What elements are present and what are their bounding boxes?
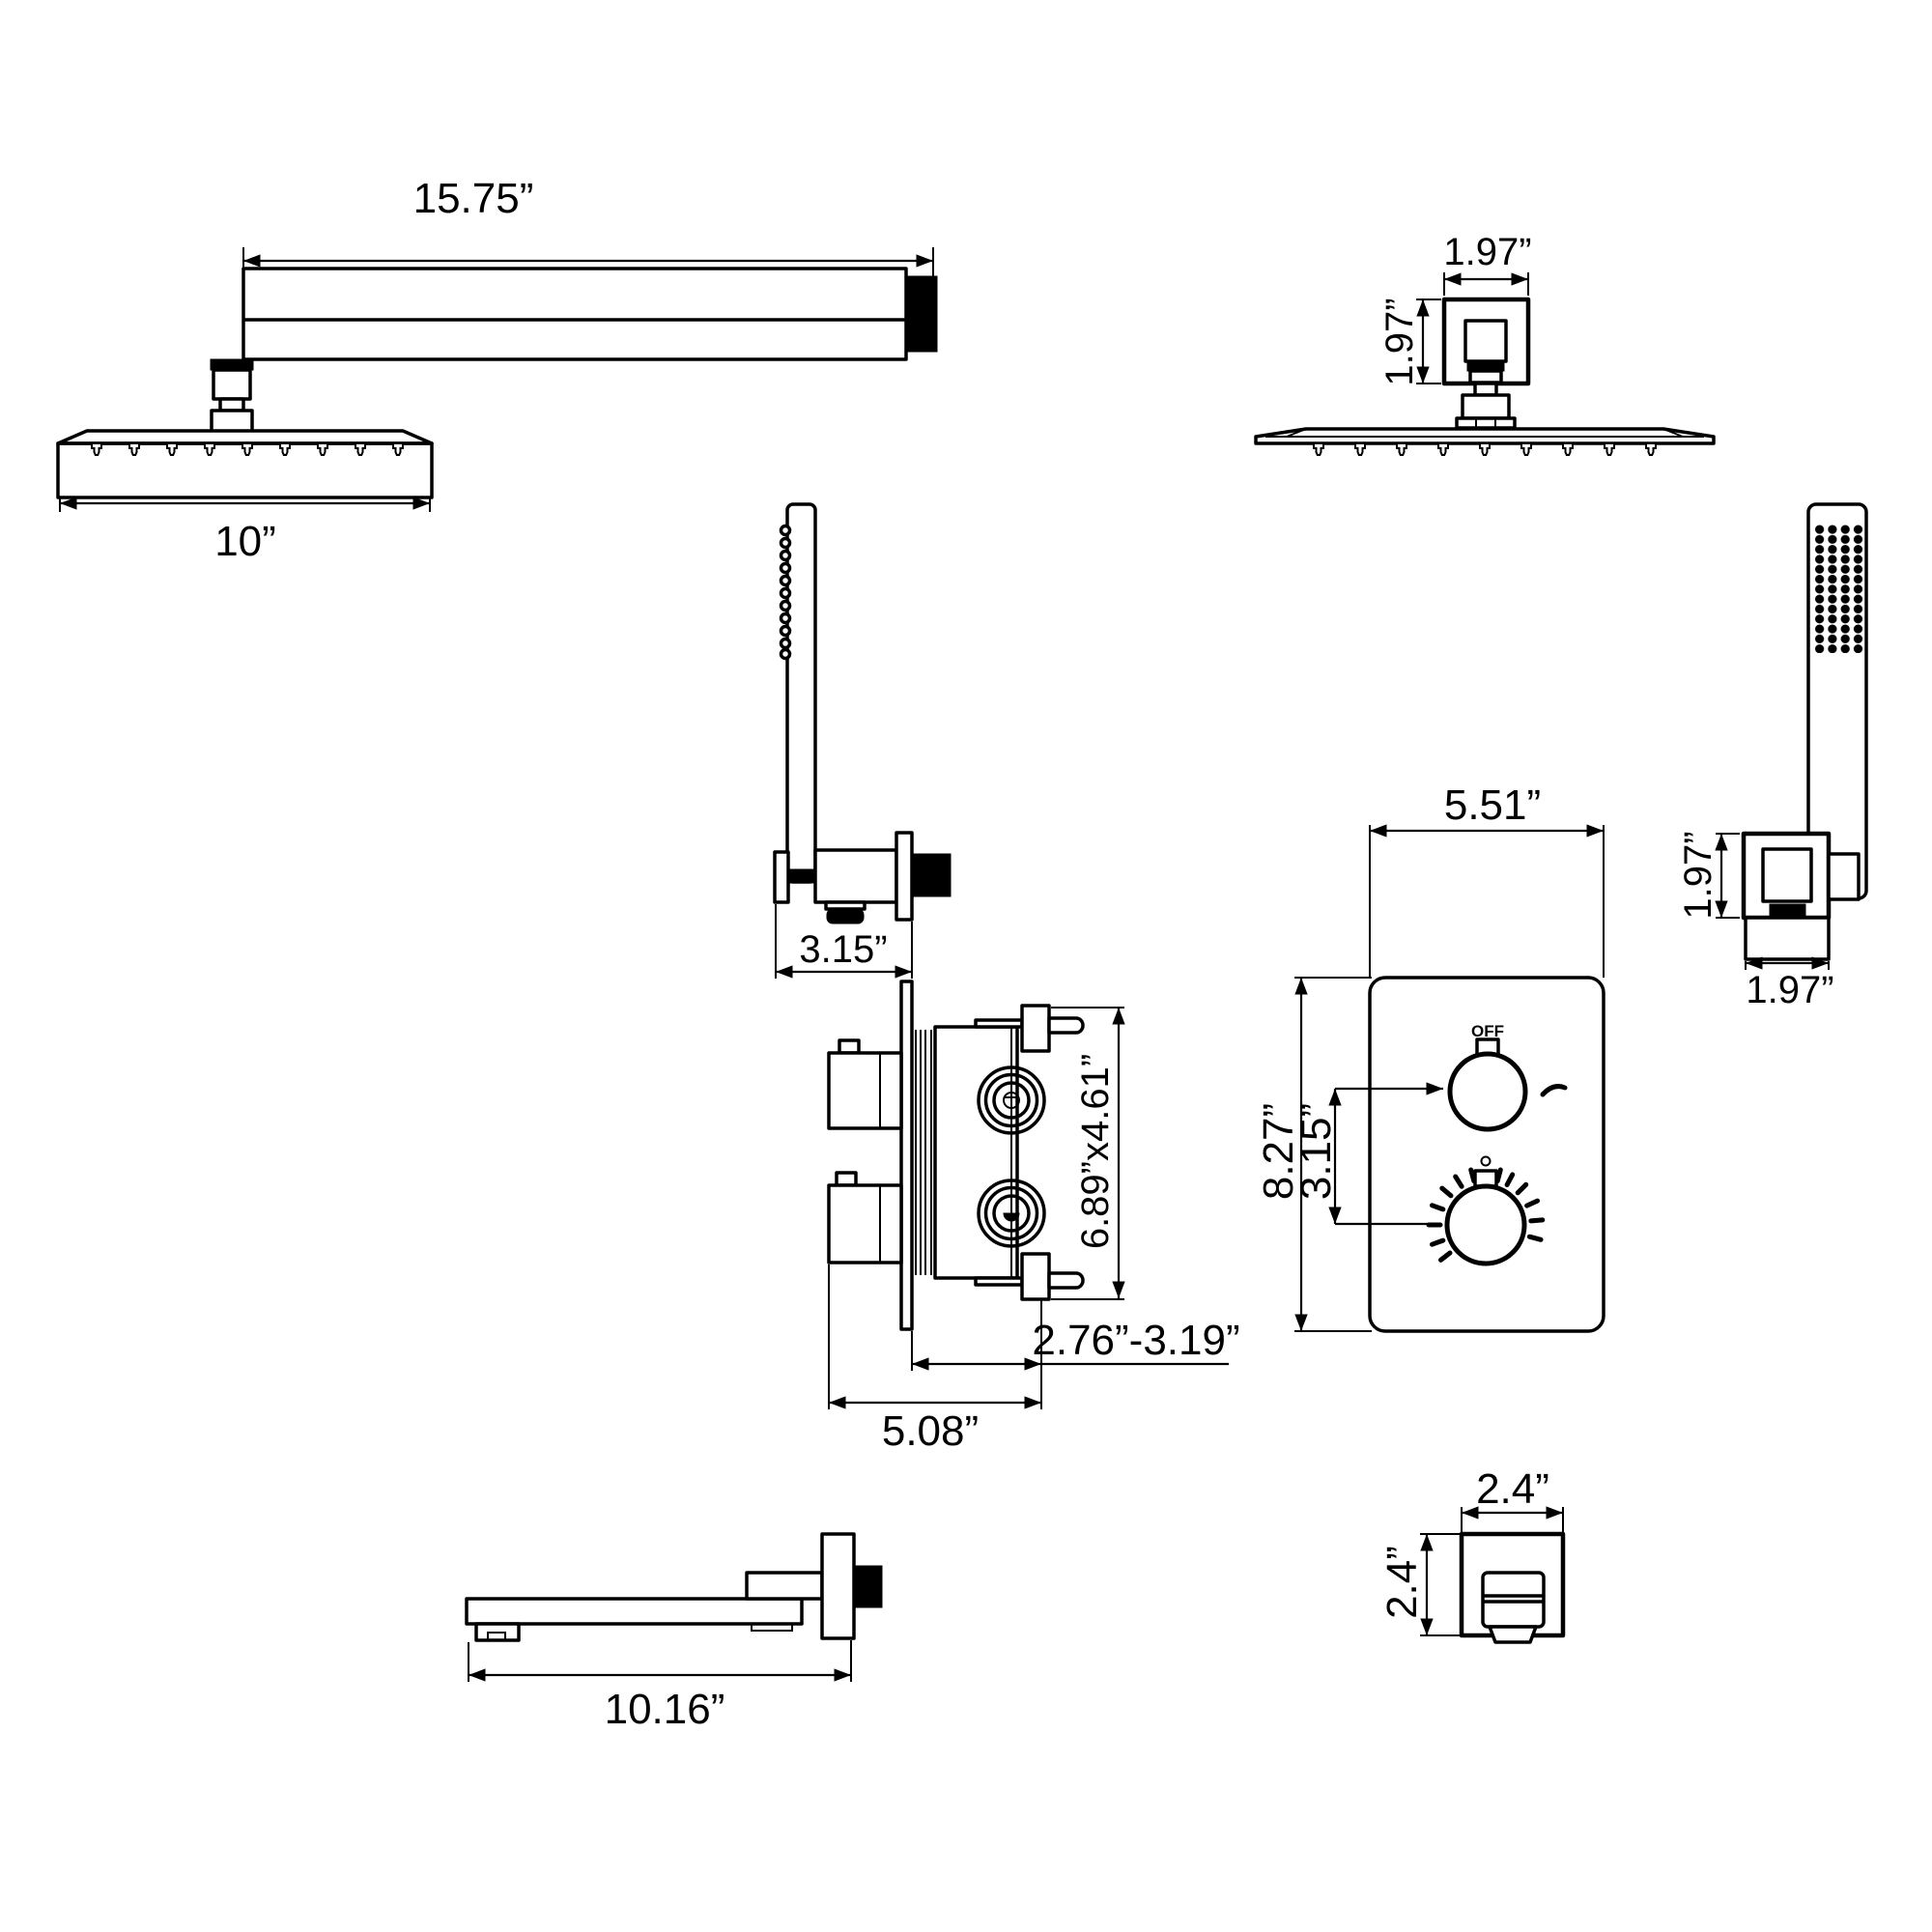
dimension-label-spout-length: 10.16” bbox=[605, 1686, 725, 1733]
on-off-knob bbox=[1447, 1051, 1528, 1132]
hose-nut bbox=[826, 908, 865, 924]
bracket-base bbox=[1744, 916, 1831, 961]
dimension-label-arm-length: 15.75” bbox=[413, 175, 534, 222]
bracket-inner bbox=[1761, 847, 1813, 903]
valve-lower-cartridge bbox=[827, 1171, 903, 1264]
wand-spray-face bbox=[1813, 525, 1864, 653]
dimension-label-plate-size: 6.89”x4.61” bbox=[1074, 1054, 1117, 1249]
off-label: OFF bbox=[1471, 1022, 1504, 1040]
spout-threaded-connector bbox=[853, 1565, 883, 1608]
hand-shower-front-view: 1.97” 1.97” bbox=[1677, 502, 1868, 1011]
dimension-label-body-width: 5.08” bbox=[882, 1407, 979, 1455]
wand-handle-end bbox=[1827, 852, 1861, 901]
spout-wall-flange bbox=[820, 1532, 856, 1640]
spout-front-face bbox=[1459, 1531, 1566, 1638]
mounting-screw bbox=[1047, 1016, 1085, 1035]
valve-body bbox=[933, 1025, 1019, 1280]
hand-shower-side-view: 3.15” bbox=[773, 502, 952, 979]
spout-upper-step bbox=[745, 1571, 824, 1601]
dimension-label-depth-range: 2.76”-3.19” bbox=[1032, 1317, 1239, 1364]
wall-flange-assembly bbox=[1441, 297, 1531, 430]
rain-head-edge-view bbox=[1254, 427, 1716, 456]
valve-top-bracket bbox=[974, 1004, 1085, 1053]
rough-in-valve-view: 6.89”x4.61” 2.76”-3.19” 5.08” bbox=[827, 980, 1240, 1455]
bracket-flange bbox=[895, 831, 914, 922]
outlet-detail bbox=[487, 1632, 506, 1641]
hand-shower-wand-side bbox=[785, 502, 817, 884]
tub-spout-side-view: 10.16” bbox=[465, 1532, 883, 1733]
control-panel-view: 5.51” OFF 8.27” 3.15” bbox=[1255, 781, 1605, 1333]
spout-foot bbox=[751, 1623, 793, 1632]
rain-head-front-view: 1.97” 1.97” bbox=[1254, 231, 1716, 456]
spout-lip bbox=[1488, 1625, 1538, 1644]
hand-shower-bracket-front bbox=[1741, 831, 1861, 961]
valve-lower-port bbox=[977, 1179, 1046, 1248]
dimension-label-flange-height: 1.97” bbox=[1378, 298, 1421, 385]
temp-index-dot bbox=[1480, 1155, 1492, 1167]
on-off-handle: OFF bbox=[1447, 1022, 1568, 1132]
temperature-handle bbox=[1426, 1155, 1546, 1266]
dimension-label-panel-width: 5.51” bbox=[1444, 781, 1541, 829]
tub-spout-front-view: 2.4” 2.4” bbox=[1378, 1465, 1566, 1644]
rain-shower-head-side bbox=[56, 429, 434, 499]
dimension-label-bracket-height: 1.97” bbox=[1677, 831, 1719, 919]
valve-layer-lines bbox=[915, 1030, 932, 1275]
head-nozzles bbox=[91, 442, 404, 456]
head-nozzles bbox=[1313, 442, 1657, 456]
valve-upper-port bbox=[977, 1065, 1046, 1135]
head-top-plate bbox=[56, 429, 434, 445]
flow-indicator-mark bbox=[1540, 1084, 1568, 1097]
dimension-label-head-width: 10” bbox=[214, 518, 276, 565]
dimension-label-panel-height: 8.27” bbox=[1255, 1103, 1302, 1200]
bracket-threaded-connector bbox=[911, 853, 952, 897]
dimension-label-spout-width: 2.4” bbox=[1476, 1465, 1549, 1513]
mounting-screw bbox=[1047, 1271, 1085, 1290]
dimension-label-handle-spacing: 3.15” bbox=[1293, 1103, 1340, 1200]
hand-shower-bracket bbox=[773, 831, 952, 924]
dimension-label-bracket-width: 3.15” bbox=[799, 928, 887, 971]
spout-body bbox=[465, 1597, 804, 1626]
wand-spray-bumps bbox=[779, 524, 792, 661]
control-panel-plate bbox=[1368, 976, 1605, 1333]
rain-head-side-view: 15.75” 10” bbox=[56, 175, 938, 565]
temperature-knob bbox=[1444, 1183, 1527, 1266]
valve-upper-cartridge bbox=[827, 1038, 903, 1130]
arm-threaded-connector bbox=[905, 275, 938, 353]
valve-bottom-bracket bbox=[974, 1252, 1085, 1301]
shower-arm bbox=[242, 267, 908, 361]
dimension-label-spout-height: 2.4” bbox=[1378, 1546, 1426, 1619]
dimension-label-bracket-width: 1.97” bbox=[1746, 969, 1833, 1011]
dimension-label-flange-width: 1.97” bbox=[1443, 231, 1531, 273]
valve-mounting-plate bbox=[899, 980, 914, 1331]
